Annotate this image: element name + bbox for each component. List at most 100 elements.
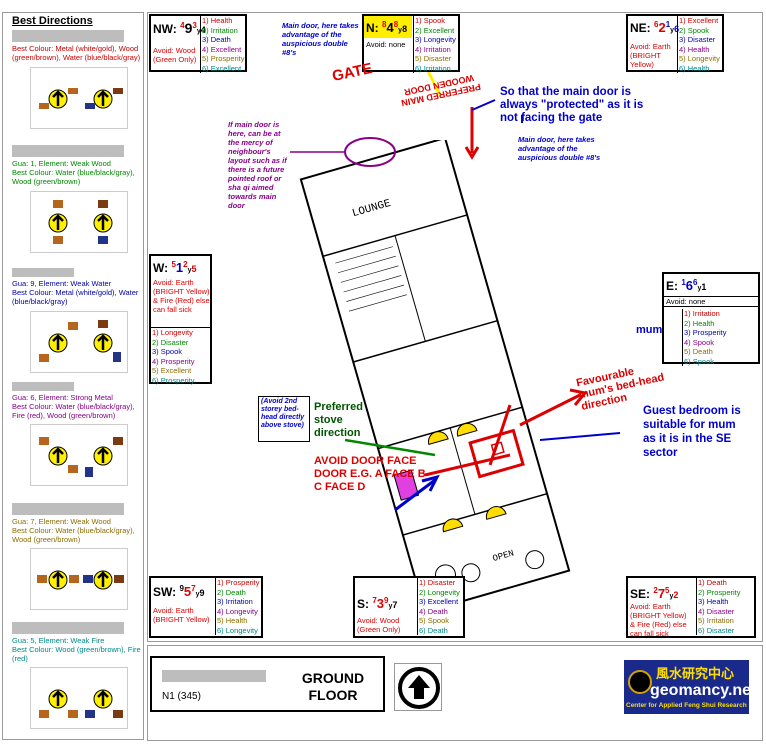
sector-label: S: 739y7 — [357, 596, 397, 611]
ne-n0: 6 — [654, 20, 659, 29]
entry-gua: Gua: 7, Element: Weak Wood — [12, 517, 111, 526]
s-label: S: — [357, 597, 369, 611]
arrow-down-icon — [464, 146, 480, 160]
guest-bedroom-note: Guest bedroom is suitable for mum as it … — [643, 405, 741, 459]
star-line: 4) Irritation — [415, 44, 451, 54]
star-line: 1) Prosperity — [217, 578, 260, 587]
star-line: 3) Irritation — [217, 597, 253, 606]
sector-ne: NE: 621y6 Avoid: Earth (BRIGHT Yellow) 1… — [626, 14, 724, 73]
entry-gua: Gua: 5, Element: Weak Fire — [12, 636, 105, 645]
floor-title-box: N1 (345) GROUND FLOOR — [150, 656, 385, 712]
star-line: 5) Spook — [419, 616, 450, 625]
star-line: 5) Excellent — [152, 366, 192, 375]
s-n4: 7 — [392, 600, 398, 610]
floor-plan: LOUNGE OPEN — [299, 140, 571, 610]
e-avoid: Avoid: none — [664, 296, 760, 307]
star-line: 2) Health — [684, 318, 715, 328]
entry-colour: Best Colour: Water (blue/black/gray), Fi… — [12, 402, 135, 420]
star-line: 1) Excellent — [679, 16, 719, 25]
sector-w: W: 512y5 Avoid: Earth (BRIGHT Yellow) & … — [149, 254, 212, 385]
nw-n2: 3 — [192, 21, 197, 30]
left-entry-2: Gua: 1, Element: Weak Wood Best Colour: … — [12, 145, 144, 253]
sector-label: NW: 493y4 — [153, 20, 206, 36]
star-line: 1) Irritation — [684, 309, 720, 318]
star-line: 3) Disaster — [679, 35, 716, 44]
star-line: 4) Prosperity — [152, 356, 195, 366]
sw-n2: 7 — [191, 584, 196, 593]
nw-avoid: Avoid: Wood (Green Only) — [153, 46, 197, 64]
star-line: 2) Prosperity — [698, 587, 741, 597]
star-line: 4) Longevity — [217, 606, 258, 616]
s-n0: 7 — [372, 596, 377, 605]
star-line: 6) Longevity — [217, 625, 258, 635]
star-line: 2) Excellent — [415, 25, 455, 35]
star-line: 6) Disaster — [698, 625, 735, 635]
sw-label: SW: — [153, 585, 177, 599]
star-line: 4) Disaster — [698, 606, 735, 616]
best-directions-title: Best Directions — [12, 15, 93, 27]
ne-avoid: Avoid: Earth (BRIGHT Yellow) — [630, 42, 671, 69]
arrow-diagram-icon — [39, 689, 123, 718]
left-entry-6: Gua: 5, Element: Weak Fire Best Colour: … — [12, 622, 144, 729]
floor-title: GROUND FLOOR — [301, 670, 365, 703]
nw-n1: 9 — [184, 20, 193, 36]
n-n1: 4 — [386, 20, 394, 35]
nw-n3: y — [196, 28, 201, 35]
nw-n0: 4 — [180, 21, 185, 30]
note-main-door-right: Main door, here takes advantage of the a… — [518, 135, 601, 162]
sector-label: E: 166y1 — [666, 278, 706, 293]
redacted-name-bar — [12, 382, 74, 391]
sw-n4: 9 — [199, 588, 205, 598]
ne-n4: 6 — [674, 24, 680, 34]
direction-diagram — [30, 424, 128, 486]
star-line: 5) Disaster — [415, 54, 452, 63]
arrow-up-right-icon — [421, 474, 440, 492]
redacted-name-bar — [162, 670, 266, 682]
north-arrow — [394, 663, 442, 711]
sw-n1: 5 — [183, 584, 192, 599]
diagram-frame — [147, 12, 763, 642]
left-entry-4: Gua: 6, Element: Strong Metal Best Colou… — [12, 382, 144, 486]
n-label: N: — [366, 21, 379, 35]
ne-n2: 1 — [665, 20, 671, 29]
se-n4: 2 — [673, 590, 679, 600]
star-line: 3) Health — [698, 597, 729, 606]
if-main-door-note: If main door is here, can be at the merc… — [228, 120, 287, 210]
star-line: 5) Death — [684, 347, 713, 356]
plan-id: N1 (345) — [162, 691, 201, 702]
ne-n3: y — [670, 27, 675, 34]
logo-subtitle: Center for Applied Feng Shui Research — [626, 702, 747, 709]
direction-diagram — [30, 67, 128, 129]
se-n3: y — [669, 593, 674, 600]
mum-label: mum — [636, 324, 663, 336]
guest-pointer — [539, 432, 621, 441]
redacted-name-bar — [12, 268, 74, 277]
e-n4: 1 — [701, 282, 707, 292]
star-line: 1) Death — [698, 578, 727, 587]
arrow-diagram-icon — [39, 88, 123, 109]
star-line: 1) Spook — [415, 16, 446, 25]
star-line: 6) Death — [419, 625, 448, 635]
star-line: 2) Spook — [679, 25, 710, 35]
best-directions-panel — [2, 12, 144, 740]
w-n2: 2 — [183, 260, 188, 269]
se-n0: 2 — [653, 586, 658, 595]
nw-label: NW: — [153, 22, 177, 36]
entry-text: Best Colour: Metal (white/gold), Wood (g… — [12, 44, 141, 62]
star-line: 2) Irritation — [202, 25, 238, 35]
nw-n4: 4 — [200, 25, 206, 35]
e-n0: 1 — [681, 278, 686, 287]
logo-name: geomancy.net — [650, 682, 757, 699]
entry-colour: Best Colour: Wood (green/brown), Fire (r… — [12, 645, 141, 663]
left-entry-5: Gua: 7, Element: Weak Wood Best Colour: … — [12, 503, 144, 610]
w-n3: y — [187, 267, 192, 274]
redacted-name-bar — [12, 30, 124, 42]
sector-label: SE: 275y2 — [630, 586, 678, 601]
footer-frame — [147, 645, 763, 741]
star-line: 3) Longevity — [415, 35, 456, 44]
